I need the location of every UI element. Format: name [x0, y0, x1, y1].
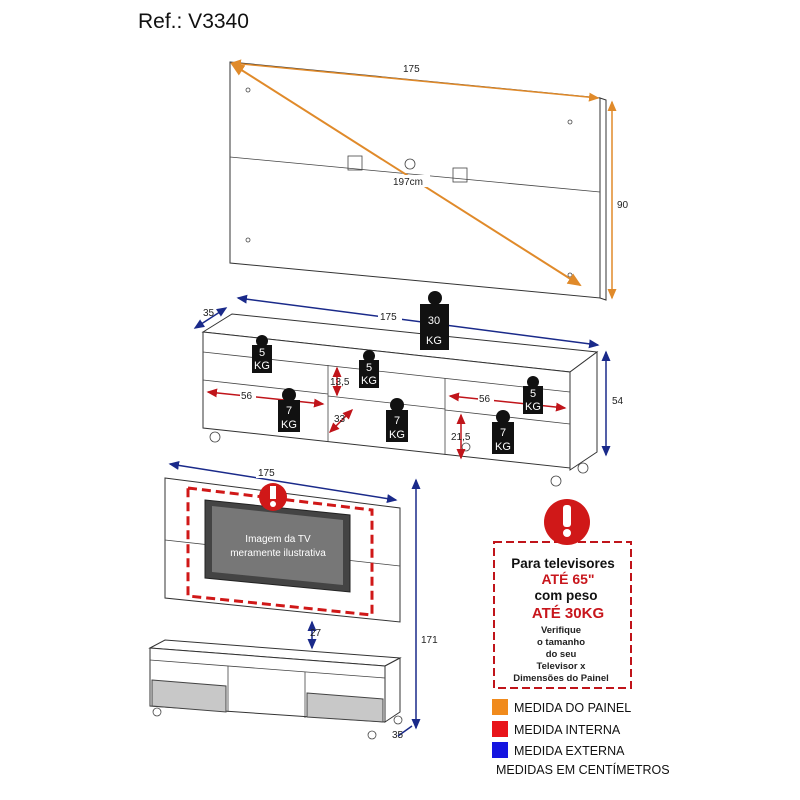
svg-text:30: 30 — [428, 315, 440, 327]
assembled-drawing — [148, 460, 421, 740]
assembled-depth-label: 35 — [392, 730, 404, 741]
niche-width-right-label: 56 — [479, 394, 491, 405]
panel-diagonal-label: 197cm — [393, 177, 423, 188]
rack-width-label: 175 — [380, 312, 397, 323]
svg-text:KG: KG — [389, 429, 405, 441]
assembled-height-label: 171 — [421, 635, 438, 646]
weight-7kg-icon: 7KG — [386, 398, 408, 442]
legend-swatch-external — [492, 742, 508, 758]
svg-text:KG: KG — [525, 401, 541, 413]
warning-line3: com peso — [534, 588, 597, 603]
weight-5kg-icon: 5KG — [252, 335, 272, 373]
svg-text:Verifique: Verifique — [541, 625, 581, 636]
svg-text:do seu: do seu — [546, 649, 577, 660]
svg-text:KG: KG — [361, 375, 377, 387]
svg-text:7: 7 — [500, 427, 506, 439]
tv-caption-line1: Imagem da TV — [245, 534, 311, 545]
panel-width-label: 175 — [403, 64, 420, 75]
gap-label: 27 — [310, 628, 322, 639]
svg-text:7: 7 — [394, 415, 400, 427]
tv-caption-line2: meramente ilustrativa — [230, 548, 326, 559]
panel-height-label: 90 — [617, 200, 629, 211]
legend-swatch-panel — [492, 699, 508, 715]
svg-text:KG: KG — [495, 441, 511, 453]
weight-5kg-icon: 5KG — [359, 350, 379, 388]
shelf-gap-label: 13,5 — [330, 377, 350, 388]
svg-text:KG: KG — [426, 335, 442, 347]
assembled-width-label: 175 — [258, 468, 275, 479]
legend-swatch-internal — [492, 721, 508, 737]
warning-line2: ATÉ 65" — [541, 571, 594, 587]
weight-5kg-icon: 5KG — [523, 376, 543, 414]
weight-7kg-icon: 7KG — [492, 410, 514, 454]
weight-30kg-icon: 30 KG — [420, 291, 449, 350]
weight-7kg-icon: 7KG — [278, 388, 300, 432]
svg-text:KG: KG — [281, 419, 297, 431]
svg-text:KG: KG — [254, 360, 270, 372]
rack-drawing — [193, 294, 611, 487]
warning-line4: ATÉ 30KG — [532, 605, 604, 622]
reference-title: Ref.: V3340 — [138, 10, 249, 33]
niche-width-left-label: 56 — [241, 391, 253, 402]
warning-line1: Para televisores — [511, 556, 615, 571]
legend-item-panel: MEDIDA DO PAINEL — [514, 701, 631, 715]
legend-item-external: MEDIDA EXTERNA — [514, 744, 625, 758]
svg-text:5: 5 — [366, 362, 372, 374]
lower-gap-label: 21,5 — [451, 432, 471, 443]
svg-text:7: 7 — [286, 405, 292, 417]
rack-height-label: 54 — [612, 396, 624, 407]
legend-item-internal: MEDIDA INTERNA — [514, 723, 621, 737]
rack-depth-label: 35 — [203, 308, 215, 319]
svg-text:o tamanho: o tamanho — [537, 637, 585, 648]
svg-text:Televisor x: Televisor x — [537, 661, 587, 672]
niche-depth-label: 33 — [334, 414, 346, 425]
warning-box: Para televisores ATÉ 65" com peso ATÉ 30… — [493, 499, 632, 689]
svg-text:5: 5 — [530, 388, 536, 400]
svg-text:Dimensões do Painel: Dimensões do Painel — [513, 673, 609, 684]
legend: MEDIDA DO PAINEL MEDIDA INTERNA MEDIDA E… — [492, 699, 670, 777]
units-note: MEDIDAS EM CENTÍMETROS — [496, 762, 670, 777]
svg-text:5: 5 — [259, 347, 265, 359]
